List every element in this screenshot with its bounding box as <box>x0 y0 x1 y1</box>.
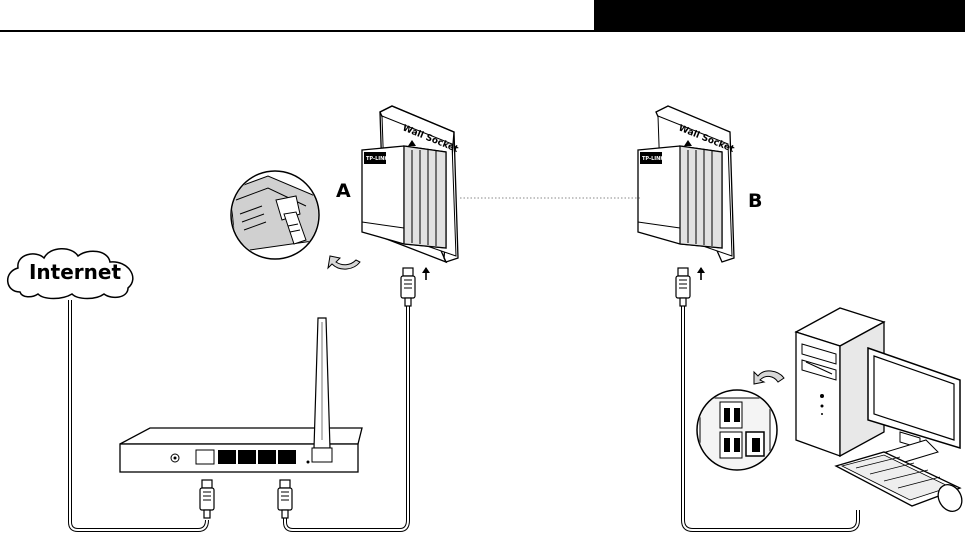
lan-cable-a <box>285 305 408 530</box>
ethernet-plug-icon <box>200 480 214 518</box>
arrow-up-icon <box>697 267 705 280</box>
ethernet-plug-icon <box>401 268 415 306</box>
adapter-b-label: B <box>748 190 762 212</box>
rotate-arrow-icon <box>754 371 784 384</box>
powerline-adapter-icon: TP-LINK <box>362 140 446 248</box>
svg-text:TP-LINK: TP-LINK <box>366 156 389 162</box>
internet-label: Internet <box>20 260 130 284</box>
arrow-up-icon <box>422 267 430 280</box>
magnifier-inset-icon <box>230 171 320 259</box>
ethernet-plug-icon <box>278 480 292 518</box>
monitor-icon <box>868 348 960 464</box>
rotate-arrow-icon <box>328 256 360 269</box>
ethernet-plug-icon <box>676 268 690 306</box>
adapter-a-label: A <box>336 180 351 202</box>
wan-cable <box>70 300 207 530</box>
magnifier-inset-icon <box>697 390 777 470</box>
powerline-adapter-icon: TP-LINK <box>638 140 722 248</box>
antenna-icon <box>312 318 332 462</box>
svg-text:TP-LINK: TP-LINK <box>642 156 665 162</box>
